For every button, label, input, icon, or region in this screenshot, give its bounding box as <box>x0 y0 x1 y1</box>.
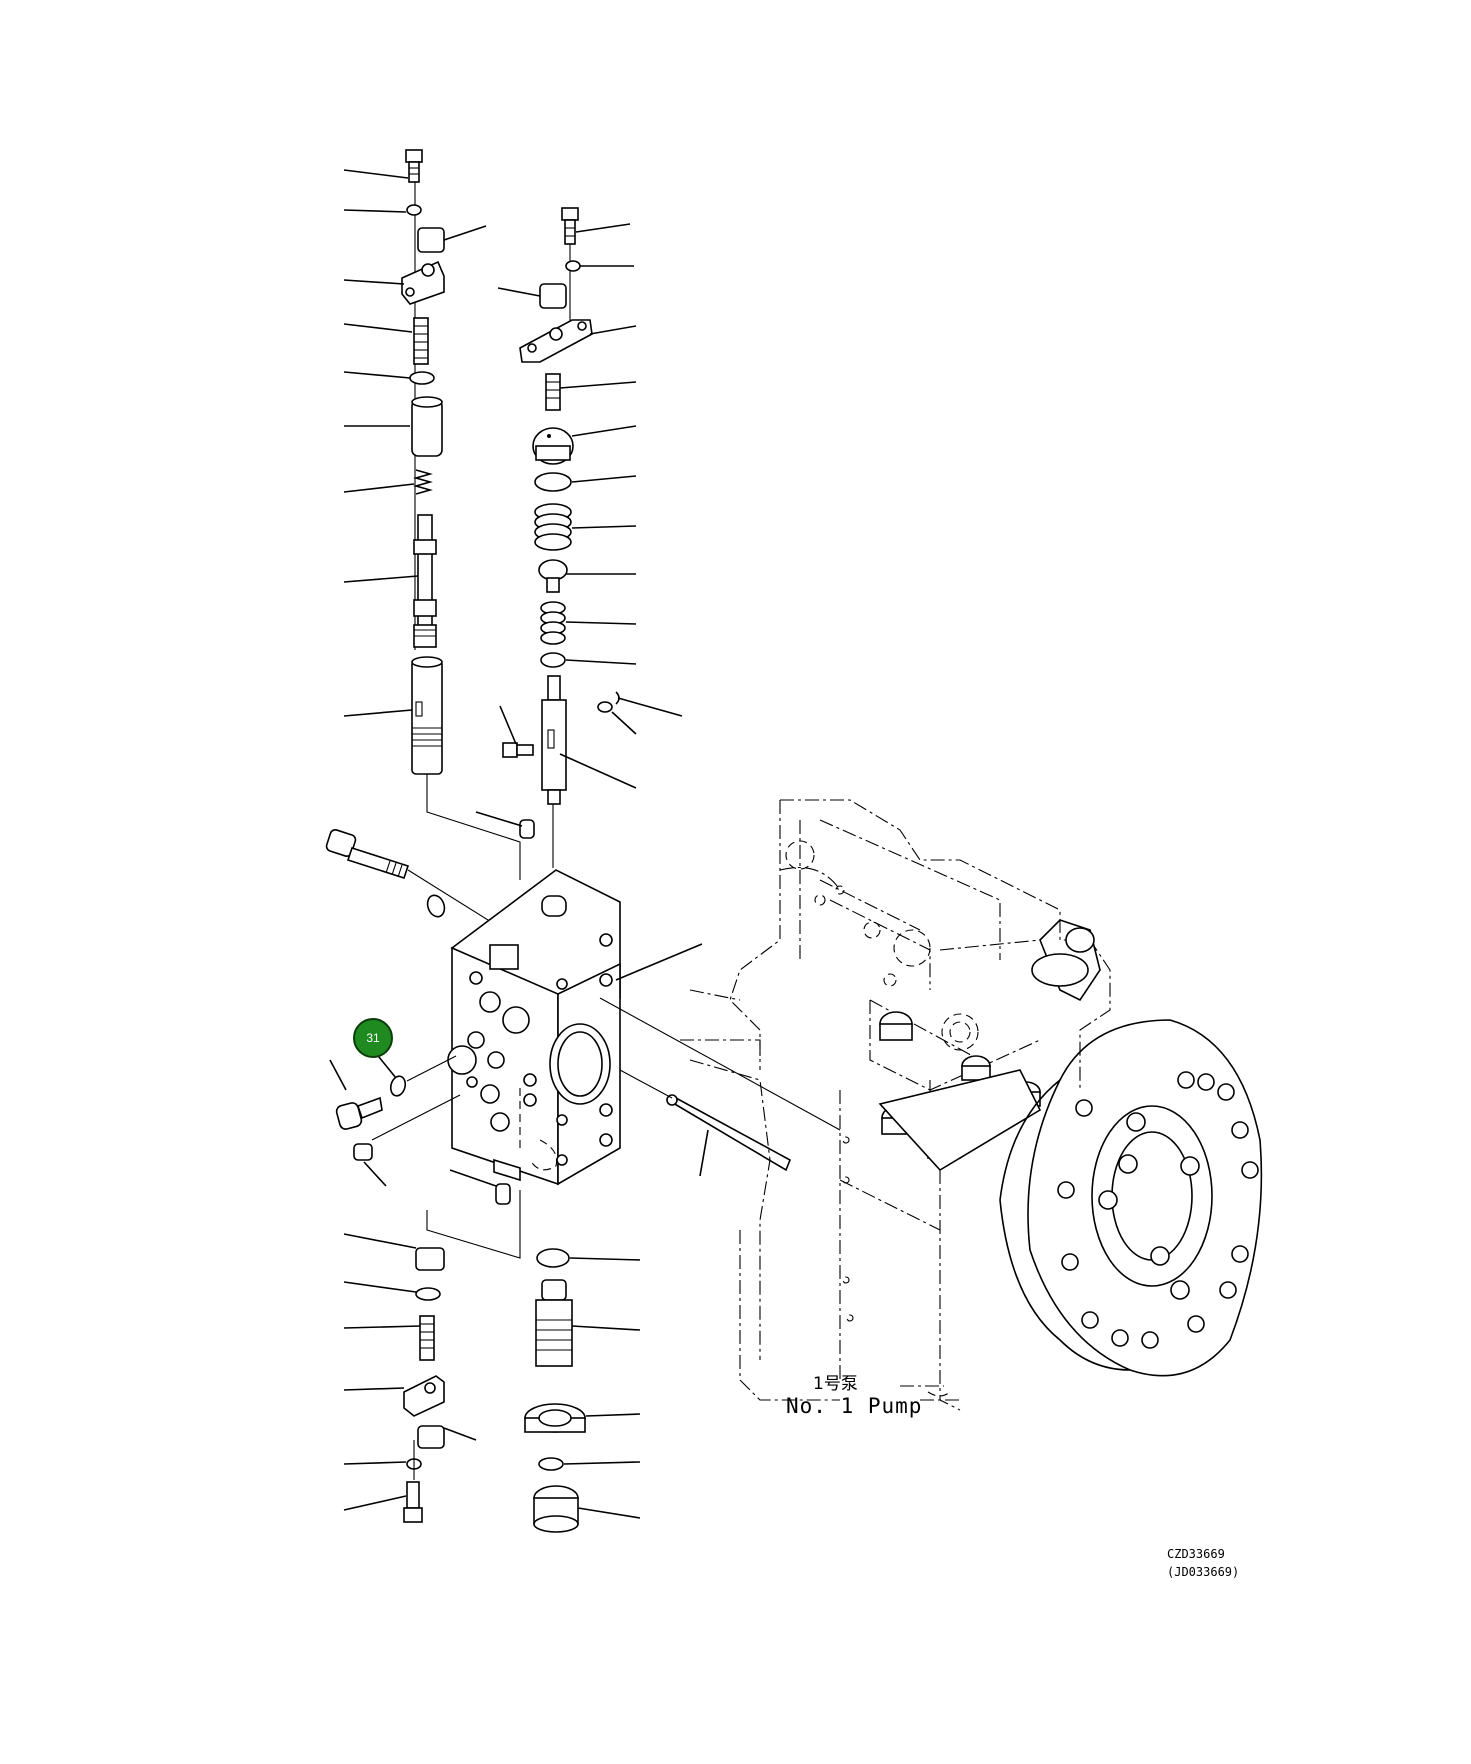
side-plug-small <box>353 1143 373 1161</box>
right-small-ring <box>597 701 613 713</box>
right-side-bolt <box>502 742 534 758</box>
right-spring-large <box>534 503 572 551</box>
leader-lines <box>329 169 709 1519</box>
lower-left-oring <box>415 1287 441 1301</box>
right-upper-stack <box>502 207 620 805</box>
right-spring-mid <box>540 601 566 645</box>
left-upper-stack <box>401 149 445 775</box>
lower-right-oring-2 <box>538 1457 564 1471</box>
pump-top-bolts <box>878 1011 1042 1172</box>
left-top-spring <box>413 317 429 365</box>
side-bolt <box>335 1096 383 1130</box>
bottom-plug <box>495 1183 511 1205</box>
right-top-washer <box>565 260 581 272</box>
side-parts-left <box>335 1055 511 1205</box>
lower-right-locknut <box>524 1403 586 1433</box>
long-bolt-oring <box>426 894 446 918</box>
right-cap <box>532 427 574 465</box>
callout-31-badge[interactable]: 31 <box>353 1018 393 1058</box>
lower-left-spring <box>419 1315 435 1361</box>
left-top-washer <box>406 204 422 216</box>
right-poppet <box>538 559 568 593</box>
lower-left-bolt <box>403 1481 423 1523</box>
valve-body <box>325 774 621 1186</box>
left-piston <box>411 396 443 457</box>
lower-left-flange <box>403 1375 445 1417</box>
right-top-bolt <box>561 207 579 245</box>
lower-right-cap <box>533 1485 579 1533</box>
long-bolt <box>325 829 410 880</box>
left-oring-1 <box>409 371 435 385</box>
right-spool <box>541 675 567 805</box>
pump-label-english: No. 1 Pump <box>786 1394 923 1418</box>
left-top-flange <box>401 260 445 305</box>
right-spring-small <box>545 373 561 411</box>
left-sleeve <box>411 656 443 775</box>
lever <box>599 997 841 1172</box>
pump-label-japanese: 1号泵 <box>813 1374 858 1394</box>
top-plug <box>519 819 535 839</box>
right-oring-1 <box>534 472 572 492</box>
lower-stacks <box>403 1190 586 1533</box>
oring-31 <box>389 1075 407 1097</box>
right-seat-ring <box>540 652 566 668</box>
lower-right-valve <box>535 1279 573 1367</box>
left-top-nut <box>417 227 445 253</box>
drawing-code-alternate: (JD033669) <box>1167 1565 1240 1579</box>
pump-mounting-flange <box>999 1019 1263 1377</box>
pump-outline <box>680 799 1263 1411</box>
drawing-code: CZD33669 <box>1167 1547 1225 1561</box>
lower-left-nut <box>415 1247 445 1271</box>
left-spool <box>413 514 437 648</box>
left-top-bolt <box>405 149 423 183</box>
lower-left-nut-2 <box>417 1425 445 1449</box>
right-top-nut <box>539 283 567 309</box>
right-top-flange <box>519 319 593 363</box>
lower-right-oring <box>536 1248 570 1268</box>
left-small-spring <box>413 469 433 495</box>
